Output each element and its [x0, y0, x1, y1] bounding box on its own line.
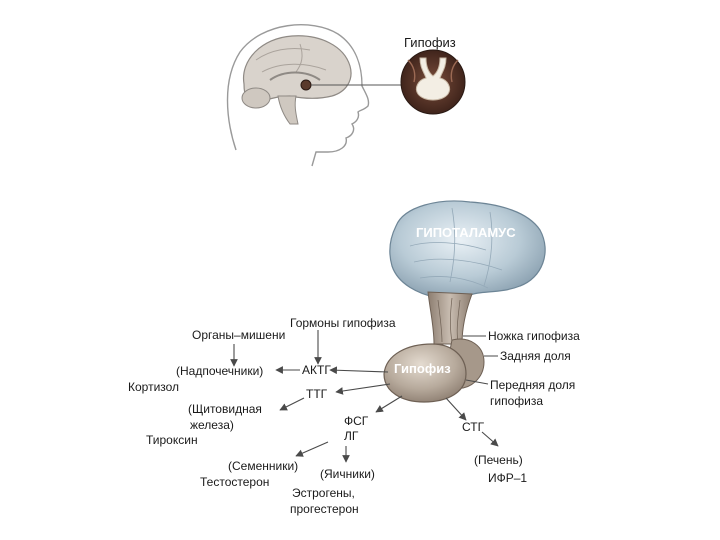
organ-liver: (Печень) — [474, 453, 523, 467]
organ-adrenal: (Надпочечники) — [176, 364, 264, 378]
product-cortisol: Кортизол — [128, 380, 180, 394]
head-illustration — [226, 24, 402, 167]
hormone-ttg: ТТГ — [306, 387, 328, 401]
organ-testes: (Семенники) — [228, 459, 299, 473]
product-progesterone: прогестерон — [290, 502, 359, 516]
hormone-lg: ЛГ — [344, 429, 359, 443]
hormone-fsg: ФСГ — [344, 414, 369, 428]
header-hormones: Гормоны гипофиза — [290, 316, 396, 330]
header-target-organs: Органы–мишени — [192, 328, 286, 342]
pituitary-inset — [400, 49, 466, 115]
organ-thyroid-1: (Щитовидная — [188, 402, 262, 416]
product-thyroxine: Тироксин — [146, 433, 198, 447]
pituitary-gland — [383, 338, 485, 403]
label-anterior-lobe-1: Передняя доля — [490, 378, 576, 392]
hypothalamus-illustration — [389, 200, 546, 299]
hormone-aktg: АКТГ — [302, 363, 331, 377]
arrow-stg-to-liver — [481, 431, 499, 447]
organ-thyroid-2: железа) — [190, 418, 234, 432]
arrow-to-fsg — [375, 395, 403, 413]
anterior-lobe — [383, 343, 467, 403]
label-posterior-lobe: Задняя доля — [500, 349, 571, 363]
hormone-stg: СТГ — [462, 420, 485, 434]
arrow-ttg-to-thyroid — [279, 397, 305, 411]
hypothalamus-texture — [409, 207, 503, 289]
hypothalamus-shape — [389, 200, 546, 299]
label-anterior-lobe-2: гипофиза — [490, 394, 544, 408]
leader-anterior — [465, 379, 489, 385]
leader-lines — [463, 335, 498, 385]
organ-ovaries: (Яичники) — [320, 467, 375, 481]
corpus-callosum — [269, 71, 321, 81]
arrow-fsg-to-testes — [295, 441, 329, 457]
hormone-arrows — [230, 330, 499, 463]
brainstem — [277, 95, 299, 125]
arrow-to-aktg — [329, 366, 389, 375]
label-pituitary: Гипофиз — [394, 361, 451, 376]
label-pituitary-top: Гипофиз — [404, 35, 456, 50]
product-estrogens: Эстрогены, — [292, 486, 355, 500]
pituitary-marker — [300, 79, 312, 91]
arrow-to-ttg — [335, 383, 391, 395]
head-outline — [226, 24, 370, 167]
label-hypothalamus: ГИПОТАЛАМУС — [416, 225, 516, 240]
inset-gland — [415, 57, 451, 101]
brain-gyri — [255, 43, 327, 73]
arrow-to-stg — [445, 397, 467, 421]
product-testosterone: Тестостерон — [200, 475, 270, 489]
cerebellum — [241, 87, 271, 109]
product-igf1: ИФР–1 — [488, 471, 528, 485]
label-stalk: Ножка гипофиза — [488, 329, 580, 343]
